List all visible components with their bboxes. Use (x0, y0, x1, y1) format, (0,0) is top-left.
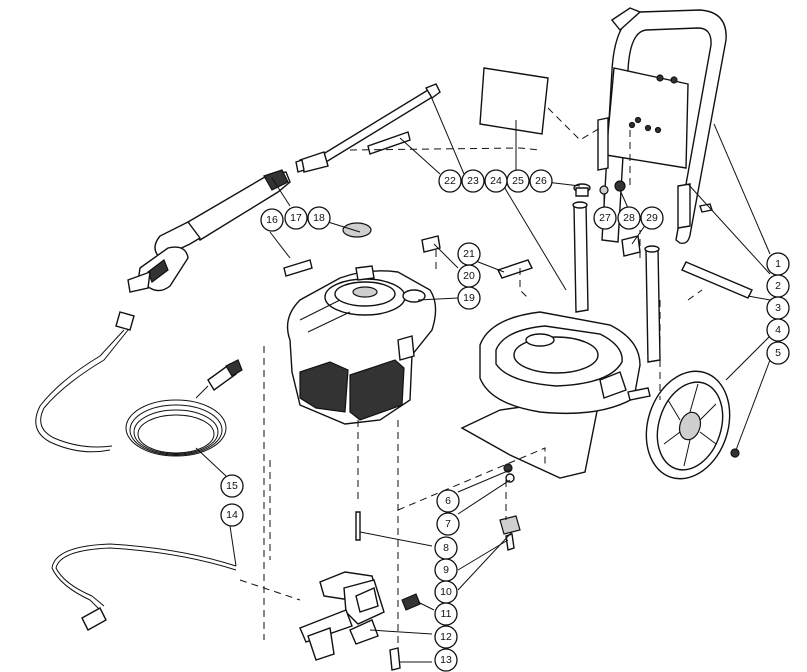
callout-10: 10 (434, 580, 458, 604)
callout-6: 6 (436, 489, 460, 513)
callout-5: 5 (766, 341, 790, 365)
callout-7: 7 (436, 512, 460, 536)
svg-text:10: 10 (440, 586, 452, 598)
callout-29: 29 (640, 206, 664, 230)
svg-text:5: 5 (775, 347, 781, 359)
svg-text:29: 29 (646, 212, 658, 224)
callout-9: 9 (434, 558, 458, 582)
handle-frame (597, 7, 727, 245)
svg-text:13: 13 (440, 654, 452, 666)
callout-3: 3 (766, 296, 790, 320)
callout-24: 24 (484, 169, 508, 193)
base-deck (460, 311, 641, 479)
callout-18: 18 (307, 206, 331, 230)
frame-posts (572, 201, 661, 363)
svg-text:22: 22 (444, 175, 456, 187)
svg-text:4: 4 (775, 324, 781, 336)
spray-gun (127, 169, 291, 293)
callout-21: 21 (457, 242, 481, 266)
callout-28: 28 (617, 206, 641, 230)
svg-text:14: 14 (226, 509, 238, 521)
svg-text:23: 23 (467, 175, 479, 187)
callout-17: 17 (284, 206, 308, 230)
callout-22: 22 (438, 169, 462, 193)
svg-text:25: 25 (512, 175, 524, 187)
wheel (627, 370, 740, 480)
svg-text:18: 18 (313, 212, 325, 224)
small-parts (283, 67, 753, 671)
callout-14: 14 (220, 503, 244, 527)
callout-25: 25 (506, 169, 530, 193)
callout-8: 8 (434, 536, 458, 560)
svg-text:8: 8 (443, 542, 449, 554)
svg-text:27: 27 (599, 212, 611, 224)
svg-text:3: 3 (775, 302, 781, 314)
svg-text:20: 20 (463, 270, 475, 282)
svg-text:15: 15 (226, 480, 238, 492)
loose-hose (51, 543, 237, 631)
svg-text:28: 28 (623, 212, 635, 224)
svg-text:26: 26 (535, 175, 547, 187)
callout-16: 16 (260, 208, 284, 232)
callout-23: 23 (461, 169, 485, 193)
callout-27: 27 (593, 206, 617, 230)
spray-wand (295, 83, 441, 173)
svg-text:7: 7 (445, 518, 451, 530)
svg-text:1: 1 (775, 258, 781, 270)
assembly-lines (239, 107, 703, 650)
callout-15: 15 (220, 474, 244, 498)
svg-text:9: 9 (443, 564, 449, 576)
callout-20: 20 (457, 264, 481, 288)
engine (286, 265, 437, 425)
callout-26: 26 (529, 169, 553, 193)
svg-text:21: 21 (463, 248, 475, 260)
leader-lines (195, 93, 771, 663)
svg-text:16: 16 (266, 214, 278, 226)
callout-11: 11 (434, 602, 458, 626)
callout-4: 4 (766, 318, 790, 342)
svg-text:17: 17 (290, 212, 302, 224)
svg-text:19: 19 (463, 292, 475, 304)
callout-13: 13 (434, 648, 458, 672)
callout-1: 1 (766, 252, 790, 276)
svg-text:11: 11 (441, 608, 452, 620)
callout-12: 12 (434, 625, 458, 649)
svg-text:6: 6 (445, 495, 451, 507)
svg-text:2: 2 (775, 280, 781, 292)
pump (299, 571, 421, 661)
callout-2: 2 (766, 274, 790, 298)
hose (35, 311, 243, 457)
svg-text:12: 12 (440, 631, 452, 643)
callout-19: 19 (457, 286, 481, 310)
callouts: 1 2 3 4 5 6 7 8 9 10 11 12 13 14 15 16 1… (220, 169, 790, 672)
svg-text:24: 24 (490, 175, 502, 187)
